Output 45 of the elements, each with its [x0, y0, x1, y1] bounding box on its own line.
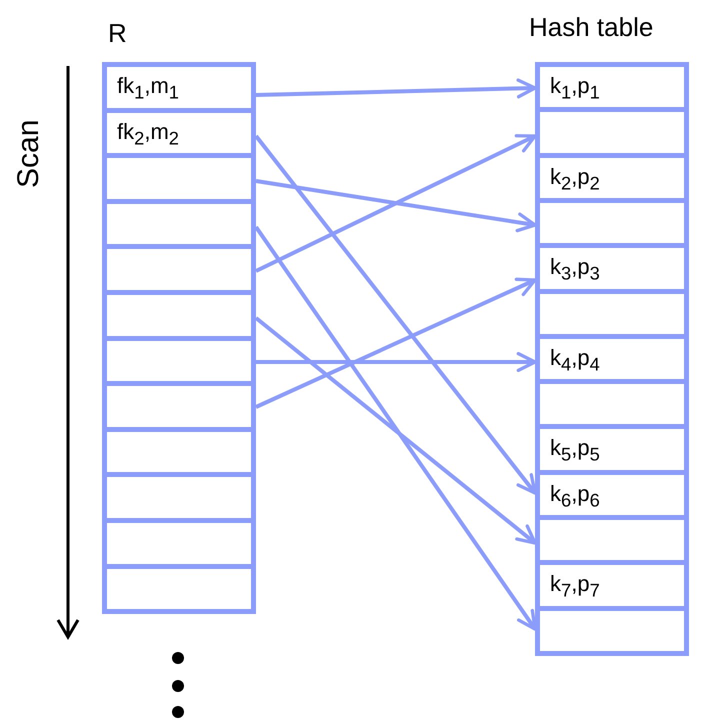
table-row — [535, 339, 689, 384]
table-row — [102, 158, 256, 204]
arrow — [256, 179, 537, 232]
arrow — [255, 278, 537, 409]
row-text: k$_{3}$,p$_{3}$ — [550, 254, 600, 284]
arrow — [254, 316, 537, 545]
table-row — [535, 158, 689, 203]
row-text: fk$_{1}$,m$_{1}$ — [117, 73, 179, 104]
table-row — [535, 294, 689, 339]
table-row — [102, 523, 256, 569]
table-row — [102, 569, 256, 614]
table-row — [102, 341, 256, 386]
row-text: k$_{2}$,p$_{2}$ — [550, 164, 600, 194]
row-text: k$_{6}$,p$_{6}$ — [550, 481, 600, 512]
table-row — [102, 432, 256, 477]
axis-label: Scan — [12, 120, 46, 188]
arrow — [256, 78, 537, 98]
table-row — [535, 565, 689, 611]
table-row — [102, 204, 256, 249]
arrow — [254, 134, 537, 495]
table-row — [102, 249, 256, 295]
table-row — [535, 248, 689, 294]
table-row — [535, 112, 689, 158]
table-heading: Hash table — [529, 12, 654, 43]
row-text: k$_{5}$,p$_{5}$ — [550, 435, 600, 466]
table-row — [102, 62, 256, 113]
table-heading: R — [108, 18, 127, 49]
table-row — [535, 520, 689, 565]
arrow — [256, 352, 537, 372]
table-row — [535, 475, 689, 520]
table-row — [102, 113, 256, 158]
table-row — [535, 62, 689, 112]
arrow — [255, 134, 537, 273]
table-row — [102, 477, 256, 523]
table-row — [535, 384, 689, 429]
table-row — [535, 203, 689, 248]
arrow — [254, 226, 537, 631]
row-text: k$_{4}$,p$_{4}$ — [550, 345, 600, 376]
row-text: fk$_{2}$,m$_{2}$ — [117, 119, 179, 150]
table-row — [102, 295, 256, 341]
table-row — [535, 429, 689, 475]
row-text: k$_{7}$,p$_{7}$ — [550, 571, 600, 602]
row-text: k$_{1}$,p$_{1}$ — [550, 73, 600, 104]
table-row — [535, 611, 689, 656]
table-row — [102, 386, 256, 432]
